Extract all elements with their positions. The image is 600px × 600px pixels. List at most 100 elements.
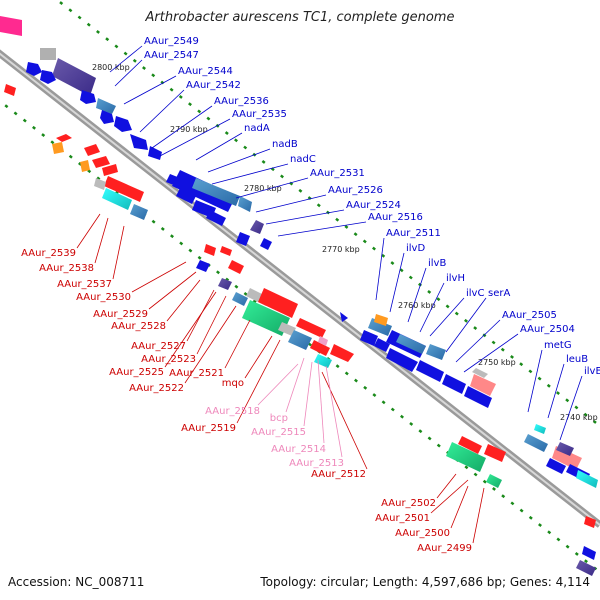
leader-line xyxy=(184,305,237,384)
scale-tick xyxy=(243,145,248,150)
scale-tick xyxy=(132,58,137,63)
gene-label: nadB xyxy=(272,139,298,150)
gene-label: AAur_2524 xyxy=(346,200,401,211)
gene-label: nadA xyxy=(244,123,270,134)
gene-label: metG xyxy=(544,340,572,351)
scale-tick xyxy=(584,559,588,564)
leader-line xyxy=(112,225,125,280)
reverse-leader-lines xyxy=(76,213,485,544)
scale-tick xyxy=(234,284,239,289)
scale-tick xyxy=(464,465,469,470)
gene-label: AAur_2535 xyxy=(232,109,287,120)
scale-tick xyxy=(445,304,450,309)
gene-label: AAur_2499 xyxy=(417,543,472,554)
gene-arrow xyxy=(582,546,596,560)
leader-line xyxy=(419,282,445,333)
scale-tick xyxy=(363,385,368,390)
scale-tick xyxy=(114,44,119,49)
gene-arrow xyxy=(96,98,116,114)
gene-arrow xyxy=(330,344,354,362)
gene-label: AAur_2501 xyxy=(375,513,430,524)
scale-tick xyxy=(390,261,395,265)
leader-line xyxy=(196,295,227,355)
scale-tick xyxy=(68,8,73,13)
scale-tick xyxy=(592,420,597,424)
genome-backbone-highlight xyxy=(0,52,600,526)
scale-tick xyxy=(547,530,552,535)
scale-label: 2740 kbp xyxy=(560,413,598,422)
leader-line xyxy=(76,213,101,249)
leader-line xyxy=(235,177,309,199)
scale-tick xyxy=(492,487,496,491)
gene-label: AAur_2531 xyxy=(310,168,365,179)
map-title: Arthrobacter aurescens TC1, complete gen… xyxy=(145,10,455,25)
gene-arrow xyxy=(232,292,248,306)
gene-arrow xyxy=(118,182,134,194)
scale-tick xyxy=(427,436,432,441)
scale-tick xyxy=(556,391,560,395)
scale-tick xyxy=(418,429,423,434)
gene-arrow xyxy=(130,204,148,220)
gene-arrow xyxy=(310,340,330,356)
gene-label: AAur_2528 xyxy=(111,321,166,332)
gene-arrow xyxy=(206,210,226,226)
scale-tick xyxy=(473,472,478,477)
gene-label: AAur_2527 xyxy=(131,341,186,352)
gene-label: mqo xyxy=(222,378,244,389)
gene-label: ilvH xyxy=(446,273,465,284)
scale-tick xyxy=(464,318,468,323)
scale-tick xyxy=(381,400,386,405)
gene-label: AAur_2512 xyxy=(311,469,366,480)
gene-label: AAur_2500 xyxy=(395,528,450,539)
scale-tick xyxy=(96,176,101,181)
leader-line xyxy=(255,194,327,213)
gene-arrow xyxy=(40,70,56,84)
gene-arrow xyxy=(84,144,100,156)
scale-tick xyxy=(68,154,73,159)
leader-line xyxy=(436,473,457,499)
gene-label: AAur_2529 xyxy=(93,309,148,320)
scale-tick xyxy=(427,290,432,294)
leader-line xyxy=(317,359,325,444)
gene-arrow xyxy=(220,246,232,256)
gene-label: AAur_2525 xyxy=(109,367,164,378)
gene-label: AAur_2513 xyxy=(289,458,344,469)
scale-tick xyxy=(510,355,514,359)
gene-arrow xyxy=(288,330,312,350)
leader-line xyxy=(114,59,143,87)
leader-line xyxy=(321,371,368,470)
leader-line xyxy=(131,261,187,293)
leader-line xyxy=(148,271,197,310)
gene-label: AAur_2515 xyxy=(251,427,306,438)
gene-arrow xyxy=(442,374,466,394)
gene-arrow xyxy=(94,178,106,190)
reverse-gene-labels: AAur_2539AAur_2538AAur_2537AAur_2530AAur… xyxy=(21,248,472,554)
scale-tick xyxy=(537,376,542,381)
scale-tick xyxy=(400,414,404,419)
gene-arrow xyxy=(238,196,252,212)
scale-tick xyxy=(538,523,542,527)
gene-arrow xyxy=(486,474,502,488)
scale-tick xyxy=(519,362,524,367)
scale-tick xyxy=(335,217,340,222)
leader-line xyxy=(211,163,289,185)
gene-arrow xyxy=(360,330,378,346)
scale-tick xyxy=(160,227,165,231)
leader-line xyxy=(207,148,271,173)
gene-arrow xyxy=(218,278,232,290)
gene-label: AAur_2538 xyxy=(39,263,94,274)
scale-tick xyxy=(556,537,561,542)
gene-arrow xyxy=(242,300,290,336)
scale-tick xyxy=(574,405,579,410)
scale-tick xyxy=(4,104,9,109)
gene-label: AAur_2522 xyxy=(129,383,184,394)
gene-arrow xyxy=(318,336,328,346)
leader-line xyxy=(430,479,469,514)
gene-label: AAur_2516 xyxy=(368,212,423,223)
gene-arrow xyxy=(416,360,444,382)
gene-label: AAur_2530 xyxy=(76,292,131,303)
gene-arrow xyxy=(56,134,72,142)
gene-arrow xyxy=(426,344,446,360)
gene-arrow xyxy=(236,232,250,246)
scale-tick xyxy=(123,51,128,56)
